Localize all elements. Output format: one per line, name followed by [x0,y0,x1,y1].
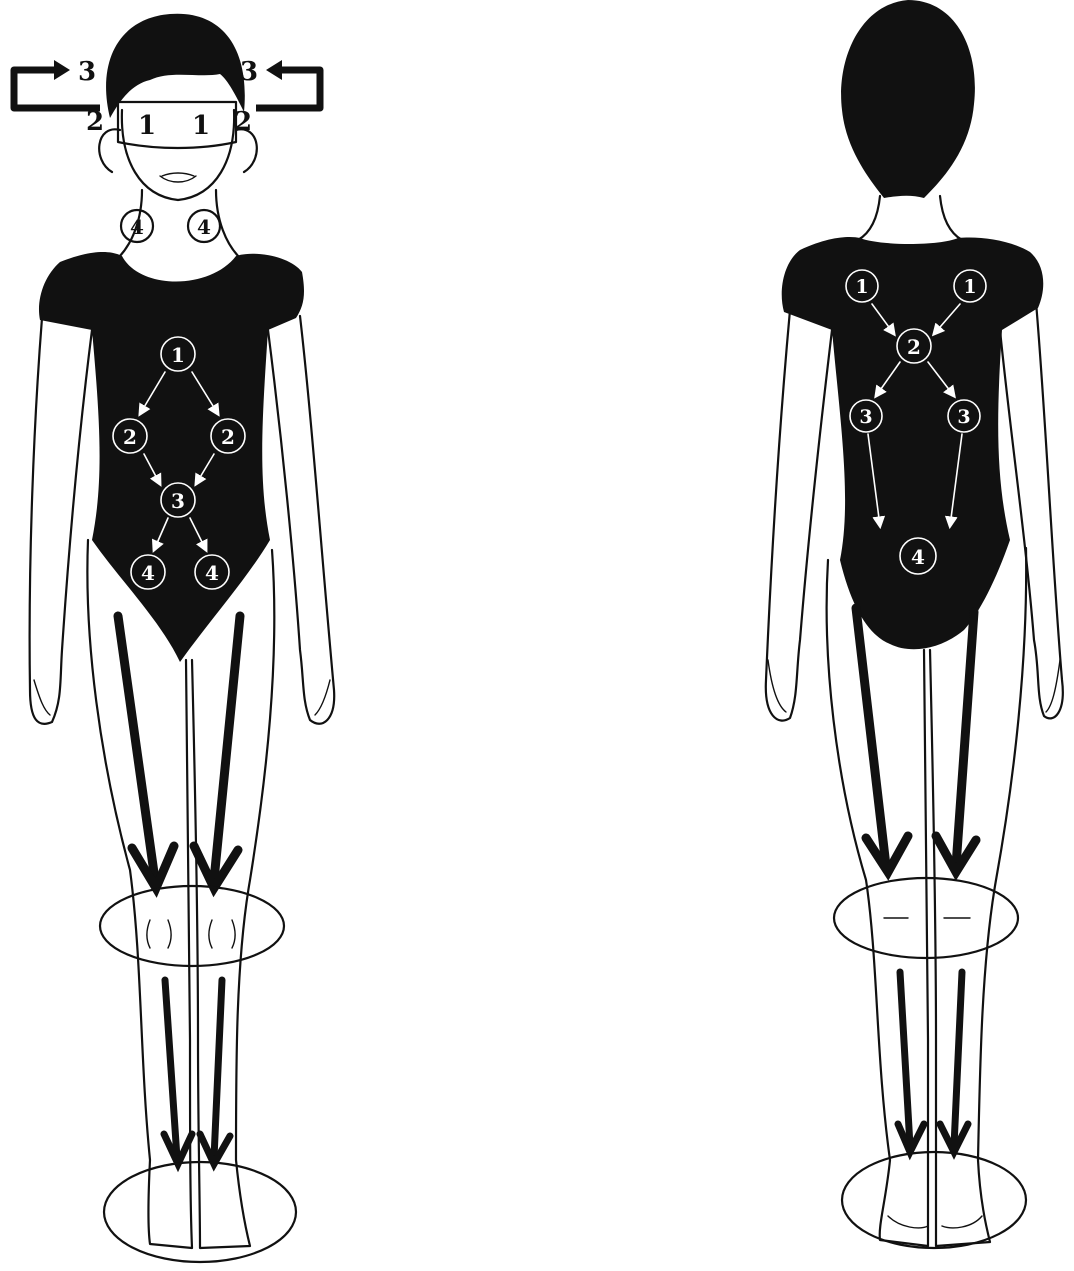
back-ankle-ellipse [842,1152,1026,1248]
front-neck-label-right: 4 [197,215,211,239]
back-torso-label-3-right: 3 [957,406,970,428]
front-torso-label-2-right: 2 [221,425,235,449]
front-torso-label-3: 3 [171,489,185,513]
back-hair [841,0,975,198]
back-right-arm [1000,302,1063,718]
back-torso-label-1-left: 1 [855,276,868,298]
front-neck-label-left: 4 [130,215,144,239]
front-torso-label-4-left: 4 [141,561,155,585]
front-torso-label-1: 1 [171,343,185,367]
front-torso-label-2-left: 2 [123,425,137,449]
front-label-3-right: 3 [240,57,258,87]
front-loop-right [256,70,320,108]
front-knee-ellipse [100,886,284,966]
front-label-2-ear-left: 2 [86,107,104,137]
back-leotard [782,237,1044,649]
front-label-2-ear-right: 2 [234,107,252,137]
front-label-3-left: 3 [78,57,96,87]
back-torso-label-4: 4 [911,545,925,569]
back-left-arm [766,310,832,721]
back-torso-label-3-left: 3 [859,406,872,428]
back-right-leg [930,548,1026,1246]
front-right-arm [268,316,334,724]
front-leg-arrows [118,616,240,1164]
front-blindfold [118,102,236,148]
back-torso-label-1-right: 1 [963,276,976,298]
front-left-arm [30,318,92,724]
back-torso-label-2: 2 [907,335,921,359]
front-torso-label-4-right: 4 [205,561,219,585]
back-figure: 1 1 2 3 3 4 [766,0,1063,1248]
front-label-1-eye-left: 1 [138,111,156,141]
front-label-1-eye-right: 1 [192,111,210,141]
front-figure: 3 3 2 2 1 1 4 4 1 2 2 3 4 4 [14,14,334,1262]
